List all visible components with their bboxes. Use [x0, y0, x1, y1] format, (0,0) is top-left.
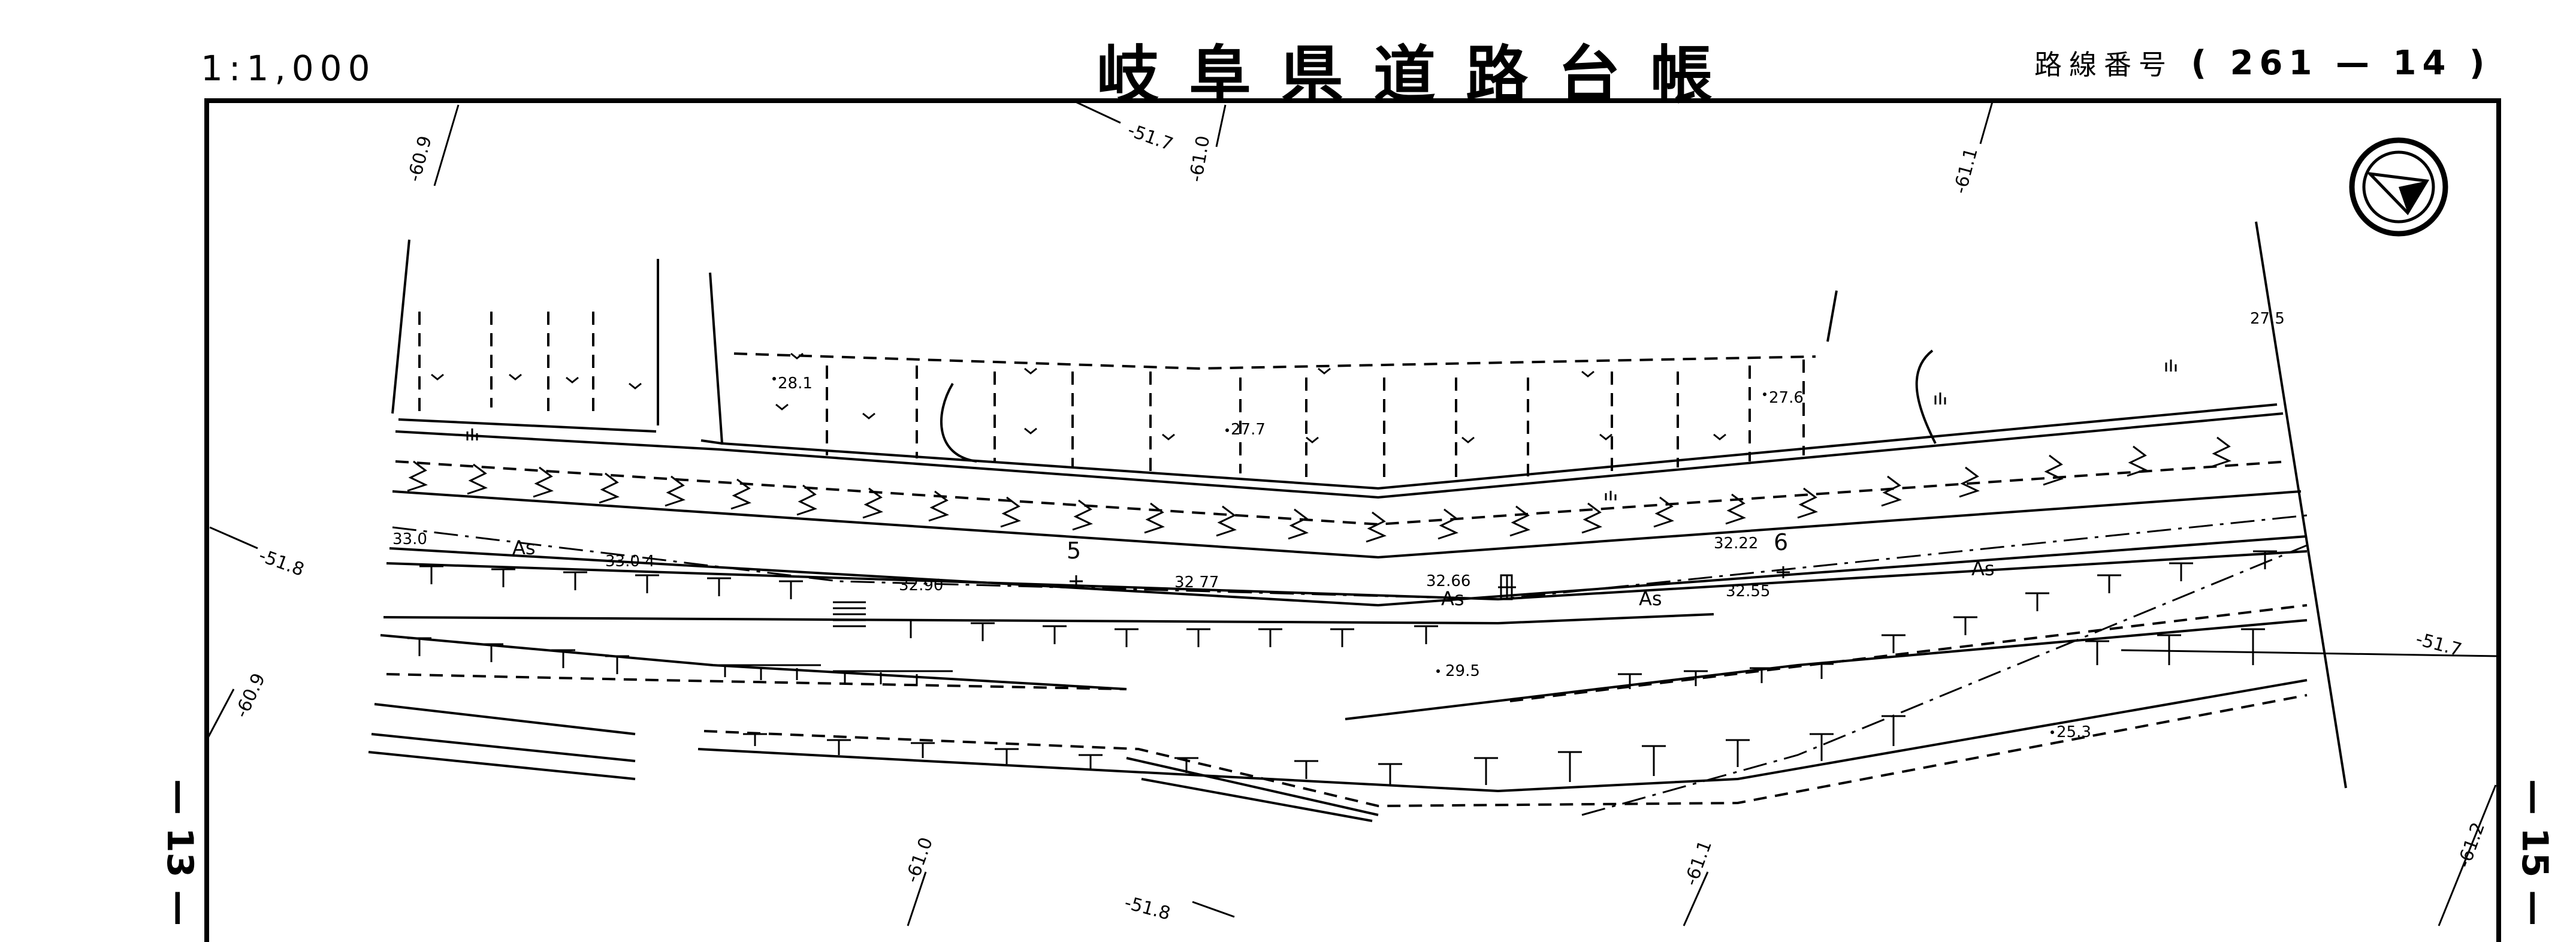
contour-label: -61.0: [1185, 134, 1214, 184]
spot-elevation: 28.1: [778, 375, 813, 393]
route-number: 路線番号 ( 261 — 14 ): [2034, 43, 2491, 83]
road-level: 32.55: [1726, 582, 1770, 600]
surface-label: As: [1441, 587, 1464, 610]
station-number: 5: [1067, 538, 1081, 564]
station-number: 6: [1774, 529, 1788, 555]
contour-label: -51.8: [256, 545, 307, 581]
spot-elevation: 29.5: [1445, 662, 1480, 680]
parcel-lines: [391, 221, 2347, 789]
station-numbers: 5 6: [1067, 529, 1788, 564]
slope-hachures: [407, 352, 2277, 785]
road-level: 32.22: [1714, 535, 1758, 552]
road-level: 32.90: [899, 576, 943, 594]
contour-label: -61.0: [902, 835, 937, 886]
map-scale: 1:1,000: [201, 48, 376, 89]
contour-label: -51.7: [1125, 120, 1176, 155]
contour-label: -60.9: [404, 134, 436, 184]
contour-label: -60.9: [231, 670, 270, 721]
road-level: 32.66: [1426, 572, 1470, 590]
contour-label: -61.2: [2454, 820, 2489, 871]
spot-elevation: 27.7: [1231, 421, 1266, 439]
adjacent-sheet-right: — 15 —: [2514, 779, 2556, 926]
map-frame: [204, 98, 2501, 942]
spot-elevation: 25.3: [2056, 723, 2091, 741]
route-open-paren: (: [2191, 44, 2213, 83]
surface-labels: As As As As: [512, 536, 1995, 610]
dashed-lines: [386, 312, 2308, 808]
spot-elevations: 28.1 27.7 27.6 27.5 29.5 25.3: [772, 310, 2285, 741]
adjacent-sheet-left: — 13 —: [159, 779, 201, 926]
spot-elevation: 27.6: [1769, 389, 1804, 407]
contour-label: -51.8: [1122, 892, 1173, 925]
contour-label: -61.1: [1950, 146, 1982, 196]
route-number-value: 261 — 14: [2230, 44, 2452, 83]
spot-elevation: 27.5: [2250, 310, 2285, 328]
centerline: [392, 514, 2308, 816]
contour-labels: -60.9 -51.7 -61.0 -61.1 -51.8 -60.9 -61.…: [231, 120, 2490, 925]
contour-lines: [206, 101, 2499, 926]
surface-label: As: [512, 536, 536, 559]
survey-marks: [833, 566, 1790, 627]
road-level: 32 77: [1174, 573, 1219, 591]
road-edges: [368, 412, 2308, 822]
route-close-paren: ): [2469, 44, 2491, 83]
north-arrow-icon: [2349, 137, 2448, 237]
road-level: 33.0 4: [605, 552, 655, 570]
surface-label: As: [1971, 557, 1995, 580]
contour-label: -61.1: [1681, 838, 1716, 889]
surface-label: As: [1639, 587, 1662, 610]
sheet-header: 1:1,000 岐阜県道路台帳 路線番号 ( 261 — 14 ): [0, 0, 2576, 111]
road-level: 33.0: [392, 530, 427, 548]
grass-icon: [466, 360, 2177, 500]
route-number-label: 路線番号: [2034, 49, 2173, 81]
road-levels: 33.0 33.0 4 32.90 32 77 32.66 32.22 32.5…: [392, 530, 1770, 600]
